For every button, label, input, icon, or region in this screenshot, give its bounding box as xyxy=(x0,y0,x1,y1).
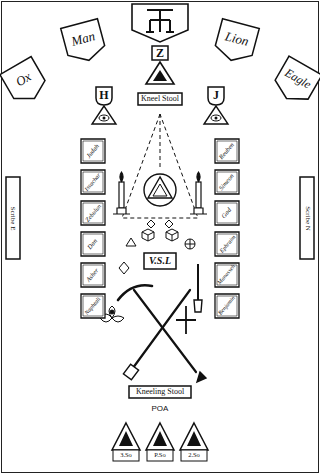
sojourner-seat: 2.So xyxy=(179,422,209,462)
node-text: P.So xyxy=(154,452,165,459)
node-text: H xyxy=(99,89,108,101)
node-text: Z xyxy=(156,47,164,59)
sojourner-seat: 3.So xyxy=(111,422,141,462)
node-text: 3.So xyxy=(120,452,132,459)
beast-banner: Ox xyxy=(0,55,51,109)
node-text: J xyxy=(213,89,219,101)
node-text: Scribe N xyxy=(304,206,311,231)
beast-banner: Eagle xyxy=(269,55,320,110)
stool-box: Kneel Stool xyxy=(137,92,183,106)
tribe-banner: Naphtali xyxy=(80,293,106,319)
beast-banner: Man xyxy=(60,18,109,67)
tribe-banner: Zebulun xyxy=(80,200,106,226)
tribe-banner: Manasseh xyxy=(214,262,240,288)
tribe-banner: Dan xyxy=(80,231,106,257)
node-text: V.S.L xyxy=(149,256,171,266)
position-label: POA xyxy=(152,405,169,413)
node-text: Kneel Stool xyxy=(141,95,179,103)
principal-seat: Z xyxy=(151,45,169,61)
node-text: 2.So xyxy=(188,452,200,459)
tribe-banner: Judah xyxy=(80,138,106,164)
tribe-banner: Asher xyxy=(80,262,106,288)
tribe-banner: Issachar xyxy=(80,169,106,195)
principal-seat: J xyxy=(207,86,225,106)
sojourner-seat: P.So xyxy=(145,422,175,462)
tribe-banner: Gad xyxy=(214,200,240,226)
node-text: Scribe E xyxy=(10,206,17,230)
beast-banner: Lion xyxy=(212,18,261,67)
tribe-banner: Ephraim xyxy=(214,231,240,257)
tribe-banner: Reuben xyxy=(214,138,240,164)
node-text: Kneeling Stool xyxy=(136,388,184,396)
scribe-table: Scribe N xyxy=(299,176,315,260)
scribe-table: Scribe E xyxy=(5,176,21,260)
altar-box: V.S.L xyxy=(143,252,177,270)
tribe-banner: Simeon xyxy=(214,169,240,195)
tribe-banner: Benjamin xyxy=(214,293,240,319)
principal-seat: H xyxy=(95,86,113,106)
stool-box: Kneeling Stool xyxy=(128,385,192,399)
